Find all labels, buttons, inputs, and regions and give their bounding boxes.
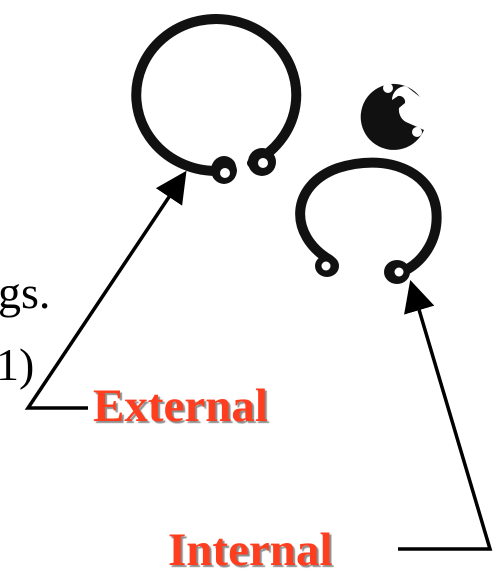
e-clip-icon <box>360 83 424 150</box>
internal-ring-icon <box>295 157 442 284</box>
external-arrow <box>24 170 187 410</box>
internal-arrow <box>398 279 493 551</box>
internal-label: Internal <box>168 524 333 574</box>
external-label: External <box>93 380 268 432</box>
body-text-fragment-1: gs. <box>0 267 51 318</box>
external-ring-icon <box>131 14 302 184</box>
body-text-fragment-2: 1) <box>0 339 35 390</box>
